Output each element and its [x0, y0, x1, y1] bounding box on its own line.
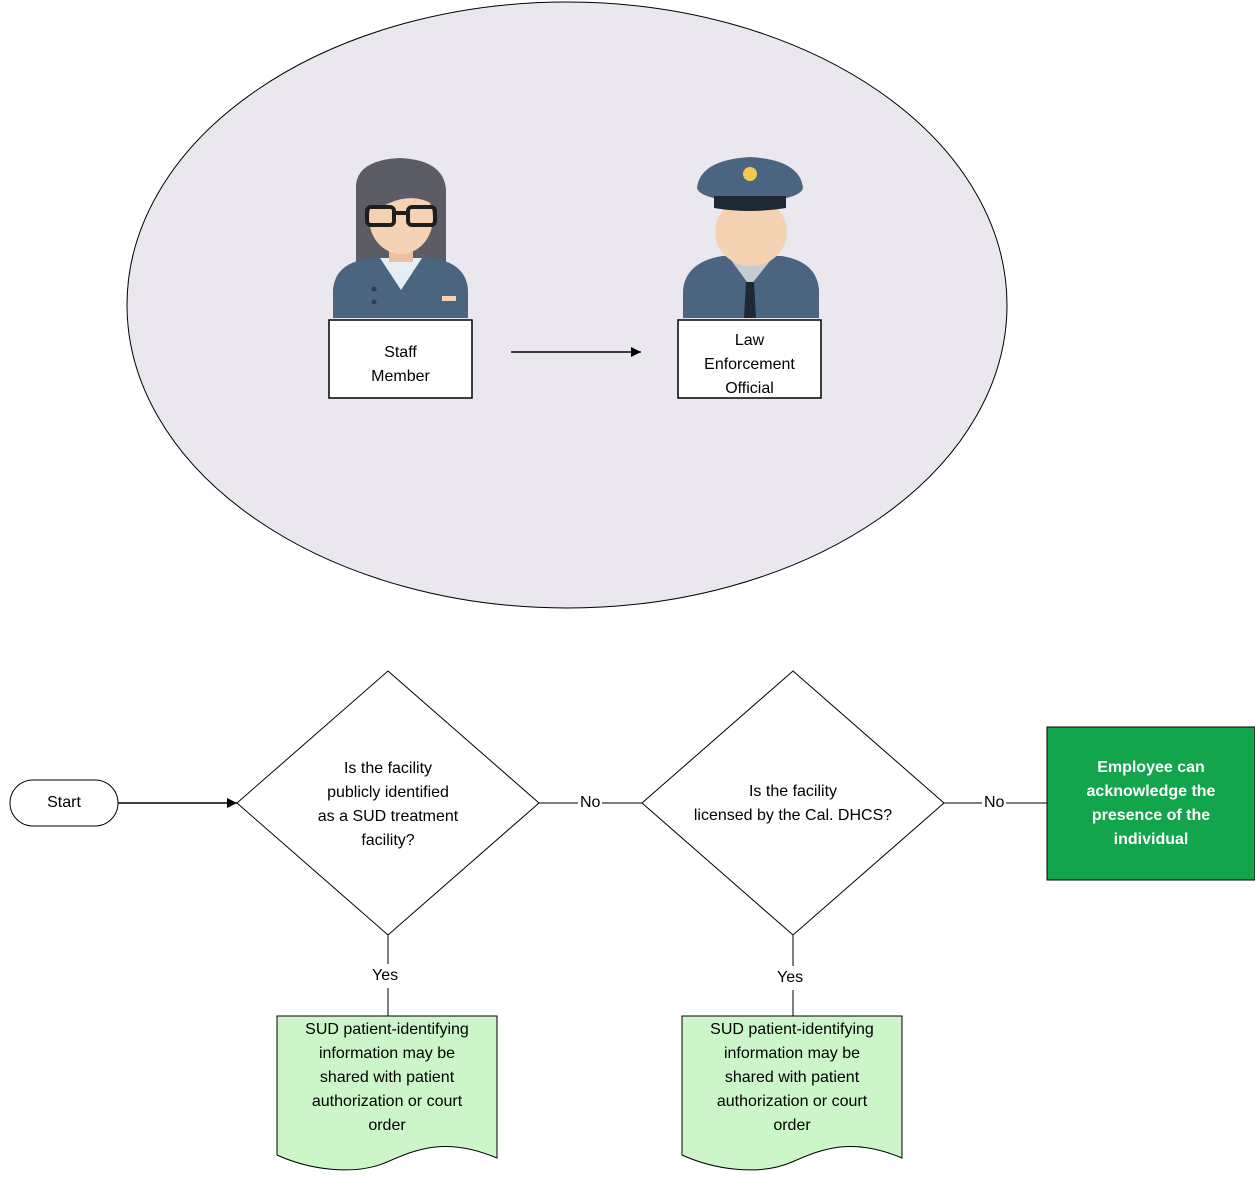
q2-line1: Is the facility [748, 783, 838, 800]
document-1-text: SUD patient-identifying information may … [277, 1018, 497, 1138]
staff-label-line2: Member [371, 368, 430, 385]
document-shape-2 [681, 1015, 903, 1171]
woman-with-glasses-icon [333, 158, 468, 318]
law-enforcement-label: Law Enforcement Official [678, 329, 821, 401]
document-shape-1 [276, 1015, 498, 1171]
decision-2-text: Is the facility licensed by the Cal. DHC… [673, 780, 913, 828]
staff-member-label: Staff Member [329, 341, 472, 389]
result-acknowledge-box [1046, 726, 1255, 881]
doc2-line4: authorization or court [716, 1093, 868, 1110]
q2-line2: licensed by the Cal. DHCS? [693, 807, 893, 824]
edge-label-no-2: No [982, 791, 1007, 815]
officer-label-line3: Official [725, 380, 774, 397]
police-officer-icon [683, 157, 819, 318]
q1-line3: as a SUD treatment [317, 808, 459, 825]
doc2-line1: SUD patient-identifying [710, 1021, 874, 1038]
result-text: Employee can acknowledge the presence of… [1047, 756, 1255, 852]
edge-label-no-1: No [578, 791, 603, 815]
law-enforcement-box [677, 319, 822, 399]
officer-label-line1: Law [734, 332, 765, 349]
decision-1-text: Is the facility publicly identified as a… [288, 757, 488, 853]
doc1-line2: information may be [318, 1045, 456, 1062]
edge-label-yes-1: Yes [370, 964, 401, 988]
doc1-line4: authorization or court [311, 1093, 463, 1110]
q1-line2: publicly identified [327, 784, 449, 801]
result-line1: Employee can [1097, 759, 1205, 776]
result-line4: individual [1113, 831, 1189, 848]
doc1-line3: shared with patient [319, 1069, 455, 1086]
doc1-line5: order [368, 1117, 406, 1134]
q1-line4: facility? [361, 832, 415, 849]
doc2-line3: shared with patient [724, 1069, 860, 1086]
document-2-text: SUD patient-identifying information may … [682, 1018, 902, 1138]
scene-ellipse [126, 1, 1008, 609]
doc2-line2: information may be [723, 1045, 861, 1062]
staff-label-line1: Staff [384, 344, 417, 361]
q1-line1: Is the facility [343, 760, 433, 777]
edge-label-yes-2: Yes [775, 966, 806, 990]
start-label: Start [47, 794, 81, 811]
result-line2: acknowledge the [1086, 783, 1216, 800]
result-line3: presence of the [1091, 807, 1211, 824]
doc1-line1: SUD patient-identifying [305, 1021, 469, 1038]
doc2-line5: order [773, 1117, 811, 1134]
staff-member-box [328, 319, 473, 399]
officer-label-line2: Enforcement [704, 356, 795, 373]
